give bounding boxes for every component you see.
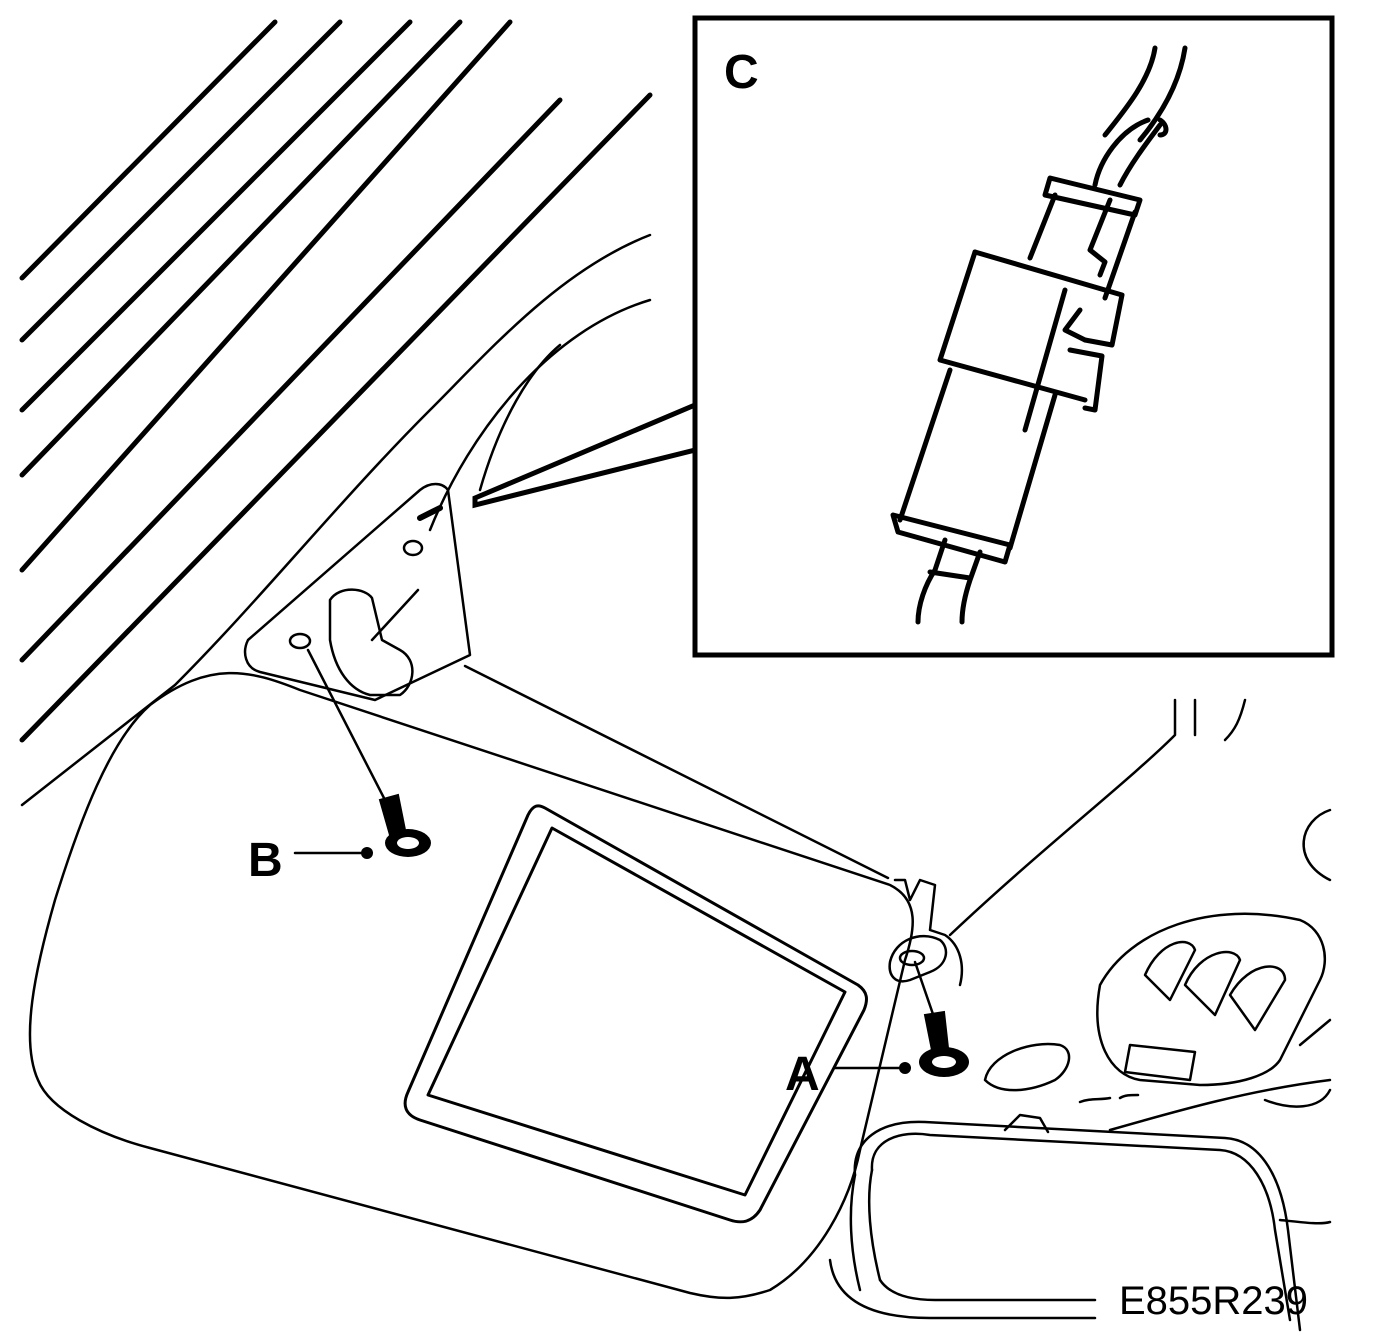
callout-b-label: B [248, 834, 283, 887]
figure-code: E855R239 [1119, 1279, 1308, 1323]
rearview-mirror [828, 1120, 1332, 1332]
overhead-console [983, 912, 1332, 1134]
vanity-mirror [403, 804, 868, 1224]
screw-a [913, 960, 969, 1077]
visor-arm-line [463, 664, 890, 880]
sun-visor-body [28, 671, 914, 1300]
detail-c-pointer [472, 401, 698, 509]
callout-a: A [785, 1048, 911, 1101]
windshield-hatching [19, 19, 653, 743]
visor-mounting-bracket [243, 482, 472, 702]
bracket-slot-mark [417, 505, 443, 521]
callout-b: B [248, 834, 373, 887]
detail-c-inset: C [472, 15, 1335, 658]
callout-c-label: C [724, 46, 759, 99]
visor-pivot-fitting [888, 878, 964, 987]
screw-b [306, 648, 431, 857]
callout-a-label: A [785, 1048, 820, 1101]
wiring-connector [890, 45, 1188, 625]
detail-c-frame [692, 15, 1335, 658]
